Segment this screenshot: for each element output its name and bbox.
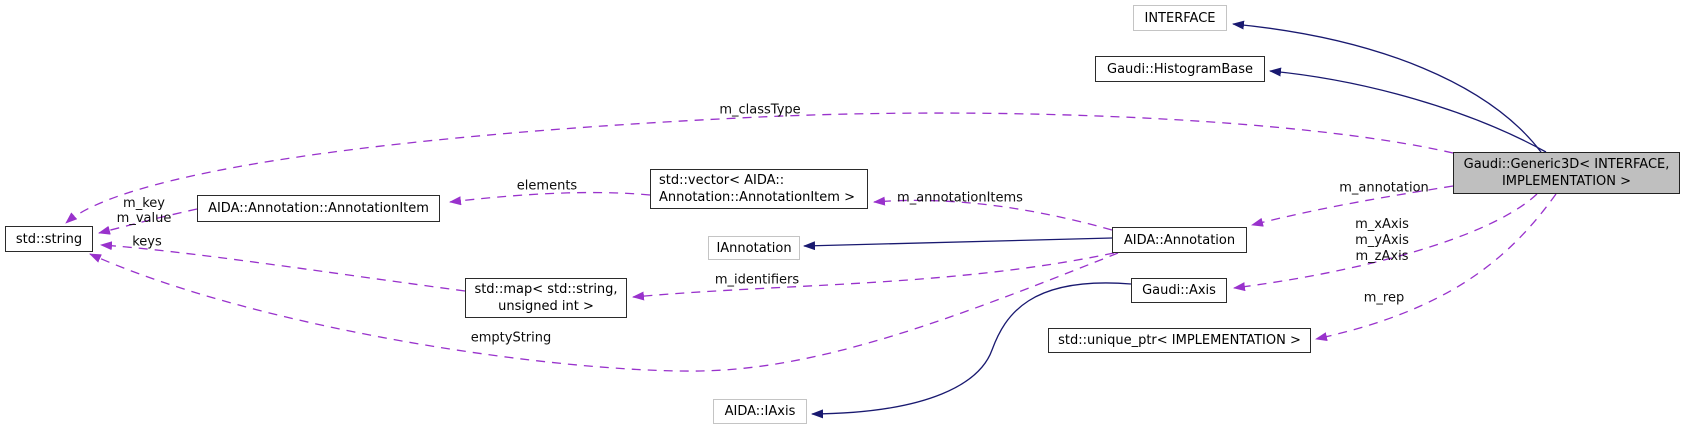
node-gaudi-histogrambase[interactable]: Gaudi::HistogramBase	[1095, 56, 1265, 82]
node-aida-annotationitem-label: AIDA::Annotation::AnnotationItem	[208, 201, 429, 216]
edge-m-annotationitems	[873, 196, 1113, 231]
node-gaudi-axis[interactable]: Gaudi::Axis	[1131, 278, 1227, 303]
edge-label-emptystring: emptyString	[470, 330, 552, 346]
node-std-vector-line1: std::vector< AIDA::	[659, 173, 785, 188]
edge-label-m-annotation: m_annotation	[1339, 180, 1429, 196]
edge-label-m-identifiers: m_identifiers	[714, 272, 800, 288]
node-std-string-label: std::string	[15, 231, 83, 247]
node-std-unique-ptr-label: std::unique_ptr< IMPLEMENTATION >	[1058, 333, 1301, 348]
edge-label-keys: keys	[132, 234, 162, 250]
edge-m-classtype	[65, 112, 1454, 224]
edge-label-m-xaxis: m_xAxis	[1355, 217, 1409, 232]
edge-m-key-m-value	[98, 208, 198, 235]
node-std-map[interactable]: std::map< std::string, unsigned int >	[465, 278, 627, 318]
edge-m-annotation	[1251, 185, 1454, 227]
node-aida-annotationitem[interactable]: AIDA::Annotation::AnnotationItem	[197, 195, 440, 222]
edge-label-m-annotationitems: m_annotationItems	[897, 190, 1023, 206]
node-gaudi-axis-label: Gaudi::Axis	[1142, 283, 1216, 298]
node-std-unique-ptr[interactable]: std::unique_ptr< IMPLEMENTATION >	[1048, 328, 1311, 353]
node-std-map-line1: std::map< std::string,	[474, 282, 618, 297]
node-gaudi-generic3d[interactable]: Gaudi::Generic3D< INTERFACE, IMPLEMENTAT…	[1453, 152, 1680, 194]
edge-generic3d-to-histogrambase	[1269, 67, 1547, 153]
node-aida-iaxis-label: AIDA::IAxis	[724, 404, 796, 419]
node-std-vector-line2: Annotation::AnnotationItem >	[659, 190, 855, 205]
node-interface-label: INTERFACE	[1144, 10, 1216, 26]
node-std-string[interactable]: std::string	[5, 226, 93, 252]
node-interface[interactable]: INTERFACE	[1133, 5, 1227, 31]
edge-m-axes	[1233, 193, 1538, 292]
node-iannotation[interactable]: IAnnotation	[708, 236, 800, 260]
edge-elements	[449, 191, 651, 206]
edge-keys	[100, 241, 466, 292]
node-aida-iaxis[interactable]: AIDA::IAxis	[713, 399, 807, 424]
node-std-vector[interactable]: std::vector< AIDA:: Annotation::Annotati…	[650, 169, 868, 209]
node-iannotation-label: IAnnotation	[716, 240, 792, 256]
edge-label-m-key: m_key	[123, 196, 165, 211]
edge-label-m-key-m-value: m_key m_value	[117, 196, 172, 226]
edge-generic3d-to-interface	[1232, 20, 1542, 153]
node-std-map-line2: unsigned int >	[498, 299, 594, 314]
edge-label-m-axes: m_xAxis m_yAxis m_zAxis	[1355, 217, 1409, 265]
node-gaudi-generic3d-line1: Gaudi::Generic3D< INTERFACE,	[1463, 157, 1670, 172]
edge-m-identifiers	[632, 252, 1115, 301]
edge-annotation-to-iannotation	[803, 237, 1113, 251]
edge-label-m-yaxis: m_yAxis	[1355, 233, 1409, 248]
node-gaudi-histogrambase-label: Gaudi::HistogramBase	[1107, 61, 1253, 77]
node-aida-annotation[interactable]: AIDA::Annotation	[1112, 227, 1247, 253]
edge-label-m-rep: m_rep	[1363, 290, 1405, 306]
edge-axis-to-iaxis	[811, 282, 1132, 419]
edge-label-m-value: m_value	[116, 211, 172, 226]
edge-m-rep	[1315, 193, 1557, 342]
edge-label-m-classtype: m_classType	[719, 102, 801, 118]
node-gaudi-generic3d-line2: IMPLEMENTATION >	[1501, 174, 1632, 189]
edge-emptystring	[89, 252, 1119, 372]
edge-label-elements: elements	[516, 178, 578, 194]
edge-label-m-zaxis: m_zAxis	[1355, 249, 1409, 264]
node-aida-annotation-label: AIDA::Annotation	[1123, 232, 1236, 248]
